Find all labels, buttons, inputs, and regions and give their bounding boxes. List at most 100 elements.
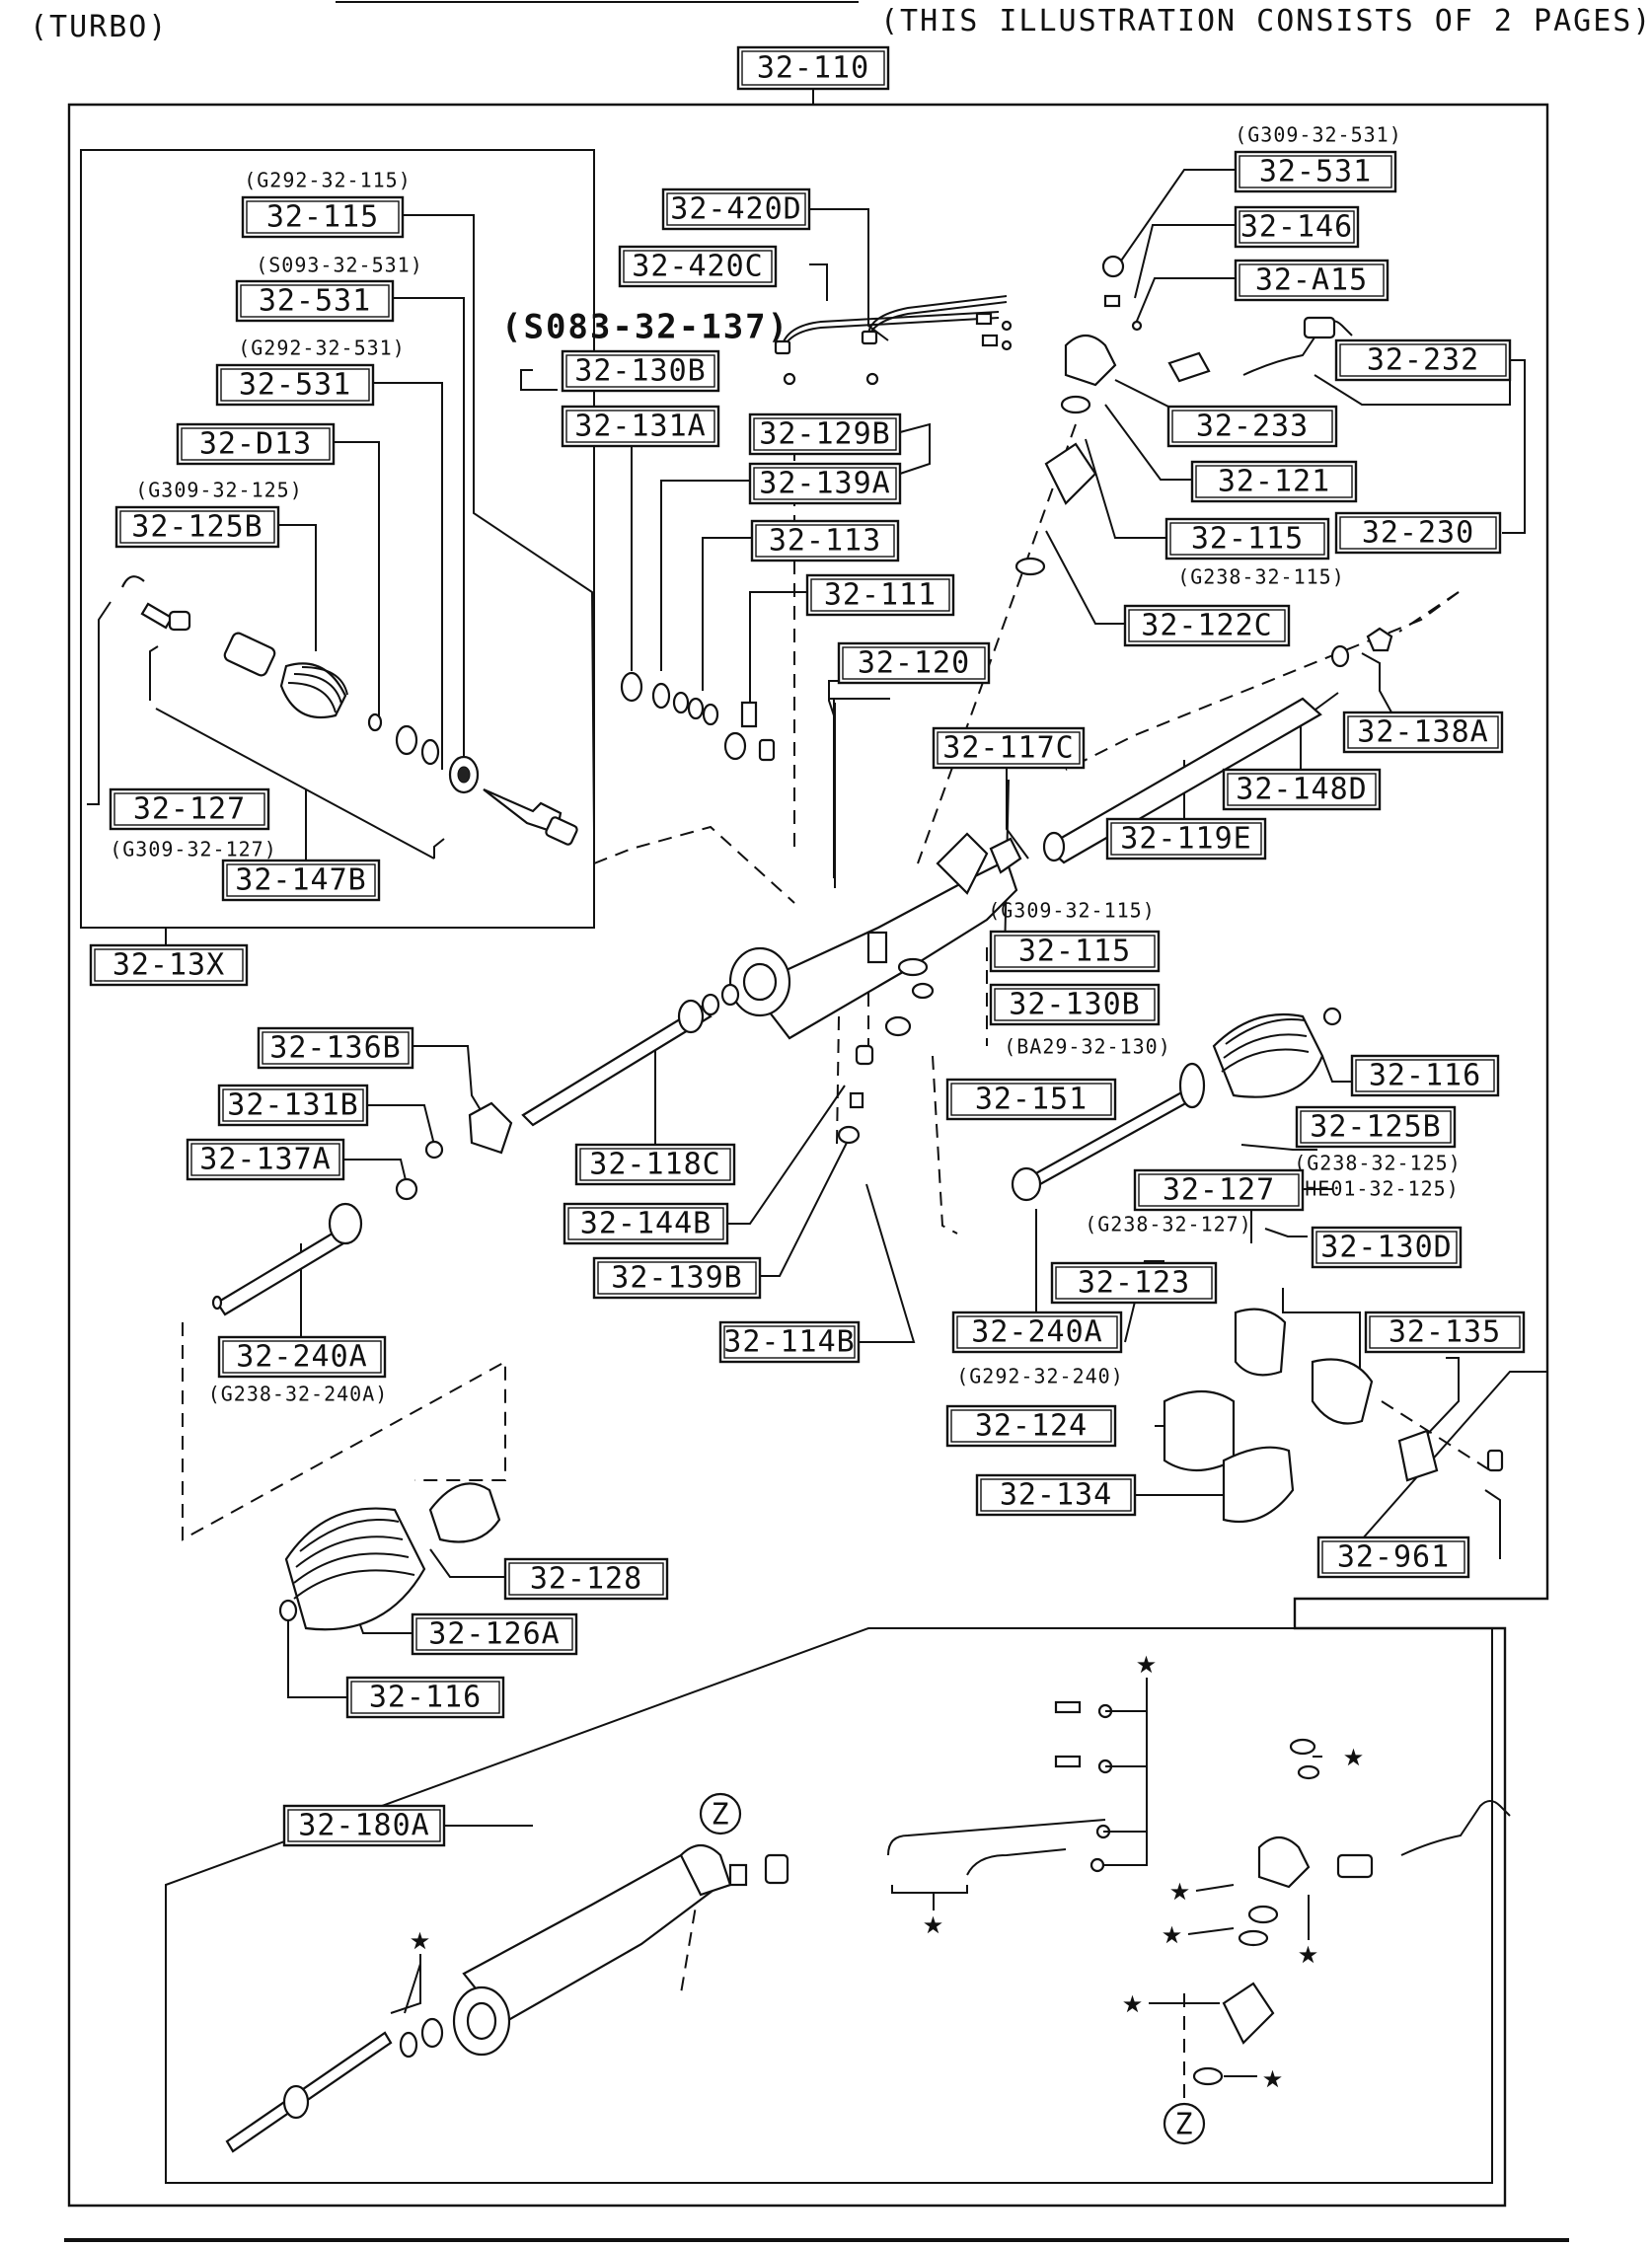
label-box-32-131B[interactable]: 32-131B: [217, 1084, 369, 1127]
part-code: 32-134: [1000, 1478, 1112, 1513]
part-code: 32-129B: [759, 417, 890, 452]
part-code: 32-A15: [1255, 263, 1368, 298]
star-icon: ★: [1136, 1643, 1157, 1683]
label-box-32-148D[interactable]: 32-148D: [1222, 768, 1382, 811]
label-box-32-138A[interactable]: 32-138A: [1342, 711, 1504, 754]
part-code: 32-116: [1369, 1059, 1481, 1093]
label-box-32-130B-top[interactable]: 32-130B: [561, 349, 720, 393]
label-box-32-146[interactable]: 32-146: [1234, 205, 1360, 249]
part-code: 32-531: [1259, 155, 1372, 189]
star-icon: ★: [1298, 1933, 1318, 1973]
part-code: 32-531: [239, 368, 351, 403]
label-box-32-116-l[interactable]: 32-116: [345, 1676, 505, 1719]
label-box-32-123[interactable]: 32-123: [1050, 1261, 1218, 1305]
part-code: 32-230: [1362, 516, 1474, 551]
alt-part-number: (G309-32-127): [110, 838, 277, 861]
alt-part-number: (G238-32-125): [1294, 1152, 1462, 1175]
label-box-32-115[interactable]: 32-115 (G292-32-115): [241, 169, 412, 239]
label-box-32-144B[interactable]: 32-144B: [563, 1202, 729, 1245]
label-box-32-135[interactable]: 32-135: [1364, 1311, 1526, 1354]
part-code: 32-126A: [428, 1617, 560, 1652]
alt-part-number: (S093-32-531): [256, 254, 423, 277]
label-box-32-233[interactable]: 32-233: [1166, 405, 1338, 448]
label-box-32-119E[interactable]: 32-119E: [1105, 817, 1267, 861]
star-icon: ★: [410, 1919, 430, 1959]
tie-rod-frame: [80, 149, 595, 929]
label-box-32-961[interactable]: 32-961: [1316, 1535, 1470, 1579]
label-box-32-420D[interactable]: 32-420D: [661, 187, 811, 231]
part-code: 32-117C: [942, 731, 1074, 766]
label-box-32-531c[interactable]: 32-531(G309-32-531): [1234, 123, 1402, 193]
part-code: 32-531: [259, 284, 371, 319]
part-code: 32-115: [1018, 935, 1131, 969]
label-box-32-120[interactable]: 32-120: [837, 641, 991, 685]
label-box-32-130D[interactable]: 32-130D: [1311, 1226, 1463, 1269]
label-box-32-114B[interactable]: 32-114B: [718, 1320, 861, 1364]
label-box-32-147B[interactable]: 32-147B: [221, 859, 381, 902]
part-code: 32-115: [266, 200, 379, 235]
label-box-32-116-r[interactable]: 32-116: [1350, 1054, 1500, 1097]
part-code: 32-125B: [131, 510, 263, 545]
label-box-32-118C[interactable]: 32-118C: [574, 1143, 736, 1186]
label-box-32-240A-l[interactable]: 32-240A(G238-32-240A): [208, 1335, 389, 1406]
label-box-32-117C[interactable]: 32-117C: [932, 726, 1086, 770]
svg-text:Z: Z: [711, 1798, 729, 1833]
label-box-32-531a[interactable]: 32-531 (S093-32-531): [235, 254, 423, 323]
alt-ref-large: (S083-32-137): [501, 308, 789, 347]
small-parts-middle: [837, 957, 935, 1145]
label-box-32-D13[interactable]: 32-D13: [176, 422, 336, 466]
label-box-32-127-r[interactable]: 32-127(G238-32-127): [1085, 1168, 1305, 1236]
label-box-32-129B[interactable]: 32-129B: [748, 412, 902, 456]
label-box-32-151[interactable]: 32-151: [945, 1078, 1117, 1121]
label-box-32-115-r[interactable]: 32-115(G238-32-115): [1164, 517, 1345, 589]
label-box-32-124[interactable]: 32-124: [945, 1404, 1117, 1448]
star-icon: ★: [1122, 1983, 1143, 2022]
star-icon: ★: [1162, 1913, 1182, 1953]
label-box-32-139A[interactable]: 32-139A: [748, 462, 902, 505]
alt-part-number: (G238-32-240A): [208, 1383, 389, 1406]
label-box-32-131A[interactable]: 32-131A: [561, 405, 720, 448]
label-box-32-125B-r[interactable]: 32-125B(G238-32-125): [1294, 1105, 1462, 1175]
part-code: 32-124: [975, 1409, 1088, 1444]
label-box-32-127[interactable]: 32-127(G309-32-127): [109, 787, 277, 861]
label-box-32-111[interactable]: 32-111: [805, 573, 955, 617]
part-code: 32-232: [1367, 343, 1479, 378]
label-box-32-232[interactable]: 32-232: [1334, 338, 1512, 382]
label-box-32-130B-m[interactable]: 32-130B(BA29-32-130): [989, 983, 1171, 1059]
part-code: 32-180A: [298, 1809, 429, 1843]
label-box-32-128[interactable]: 32-128: [503, 1557, 669, 1601]
label-box-32-A15[interactable]: 32-A15: [1234, 259, 1389, 302]
label-box-32-531b[interactable]: 32-531(G292-32-531): [215, 337, 406, 407]
label-box-32-115-m[interactable]: 32-115(G309-32-115): [988, 899, 1161, 973]
label-box-32-139B[interactable]: 32-139B: [592, 1256, 762, 1300]
label-box-32-420C[interactable]: 32-420C: [618, 245, 778, 288]
main-ref-box[interactable]: 32-110: [736, 45, 890, 91]
z-marker-top: Z: [699, 1792, 742, 1835]
part-code: 32-137A: [199, 1143, 331, 1177]
bushings-right: [1163, 1308, 1504, 1524]
label-box-32-134[interactable]: 32-134: [975, 1473, 1137, 1517]
label-box-32-136B[interactable]: 32-136B: [257, 1026, 414, 1070]
part-code: 32-116: [369, 1681, 482, 1715]
label-box-32-122C[interactable]: 32-122C: [1123, 604, 1291, 647]
part-code: 32-114B: [723, 1325, 855, 1360]
label-box-32-121[interactable]: 32-121: [1190, 460, 1358, 503]
alt-part-number: (G292-32-115): [244, 169, 412, 192]
part-code: 32-420C: [632, 250, 763, 284]
label-box-32-137A[interactable]: 32-137A: [186, 1138, 345, 1181]
part-code: 32-D13: [199, 427, 312, 462]
label-box-32-125B-r2[interactable]: (HE01-32-125): [1292, 1177, 1460, 1201]
label-box-32-180A[interactable]: 32-180A: [282, 1804, 446, 1847]
assembly-drawing: [225, 1700, 1511, 2153]
part-code: 32-136B: [269, 1031, 401, 1066]
label-box-32-13X[interactable]: 32-13X: [89, 943, 249, 987]
label-box-32-113[interactable]: 32-113: [750, 519, 900, 562]
label-box-32-240A-r[interactable]: 32-240A(G292-32-240): [951, 1311, 1124, 1388]
label-box-32-126A[interactable]: 32-126A: [411, 1612, 578, 1656]
label-box-32-230[interactable]: 32-230: [1334, 511, 1502, 555]
label-box-32-125B[interactable]: 32-125B(G309-32-125): [114, 479, 303, 549]
part-code: 32-130B: [1009, 988, 1140, 1022]
part-code: 32-139B: [611, 1261, 742, 1296]
tie-rod-right: [1011, 1007, 1342, 1202]
part-code: 32-130D: [1320, 1231, 1452, 1265]
